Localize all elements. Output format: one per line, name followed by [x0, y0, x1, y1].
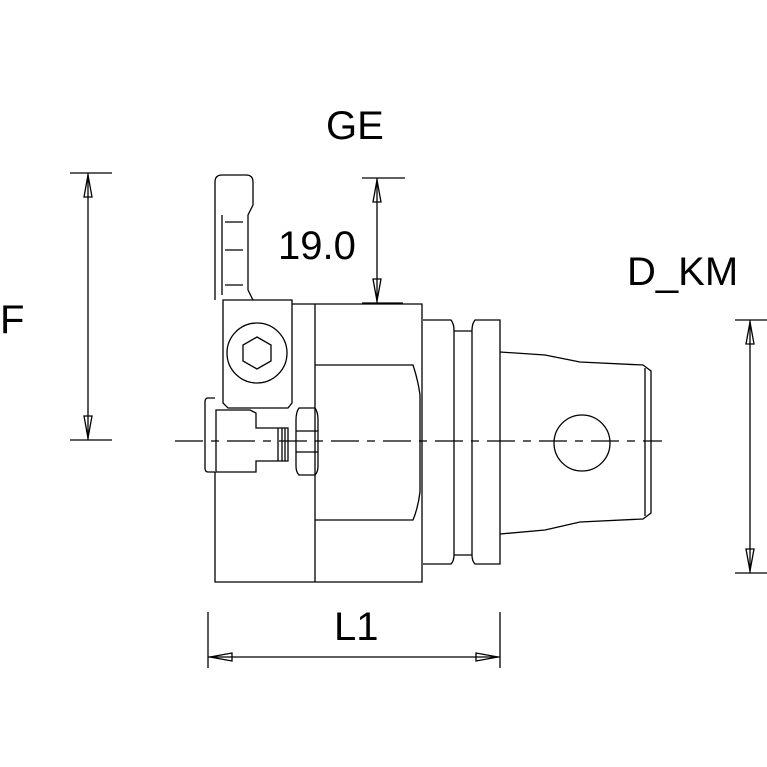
label-ge: GE	[326, 104, 384, 148]
dimension-l1	[207, 612, 501, 668]
dimension-d-km	[735, 319, 767, 574]
km-shank	[499, 351, 652, 535]
dimension-f	[70, 172, 112, 441]
label-f: F	[0, 298, 25, 342]
hex-socket-screw-icon	[226, 322, 288, 384]
cutting-insert	[214, 174, 254, 301]
label-l1: L1	[334, 605, 379, 649]
clamp-block	[222, 299, 293, 409]
clamp-screw	[204, 397, 319, 476]
dimension-19	[362, 177, 405, 303]
label-d-km: D_KM	[627, 250, 739, 294]
main-body	[214, 302, 423, 583]
label-dimension-19: 19.0	[278, 224, 356, 268]
flange	[423, 319, 501, 565]
